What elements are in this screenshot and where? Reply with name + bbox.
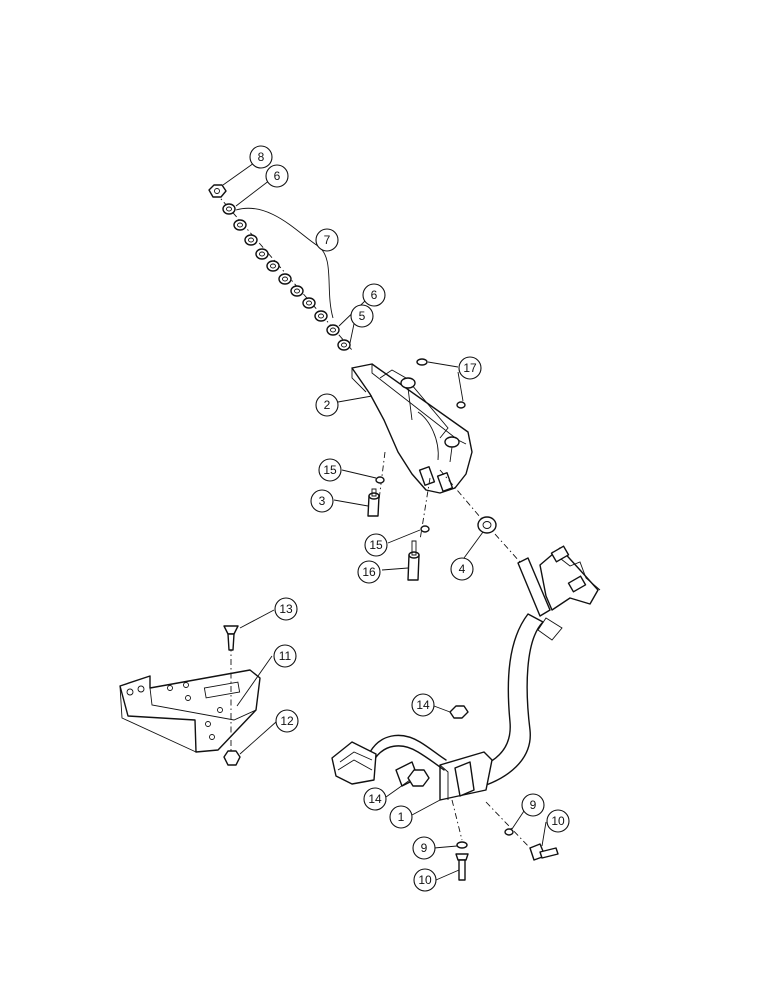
callout-part-14-lower: 14: [363, 787, 387, 811]
callout-part-10-right: 10: [546, 809, 570, 833]
screw-part-10-right: [529, 843, 559, 861]
screw-part-13: [223, 625, 239, 651]
spring-washer: [314, 310, 328, 322]
callout-label: 9: [421, 841, 428, 855]
callout-label: 12: [280, 714, 294, 728]
callout-part-17: 17: [458, 356, 482, 380]
spring-washer: [266, 260, 280, 272]
callout-label: 5: [359, 309, 366, 323]
nut-part-12: [223, 750, 241, 766]
washer-part-15-lower: [420, 525, 430, 533]
callout-label: 3: [319, 494, 326, 508]
callout-label: 10: [418, 873, 432, 887]
washer-stack: [208, 184, 353, 351]
nut-part-14-lower: [407, 769, 430, 787]
callout-part-13: 13: [274, 597, 298, 621]
callout-label: 6: [274, 169, 281, 183]
callout-label: 14: [416, 698, 430, 712]
callout-label: 17: [463, 361, 477, 375]
callout-part-5: 5: [350, 304, 374, 328]
callout-label: 14: [368, 792, 382, 806]
leader-lines: [222, 162, 547, 881]
callout-label: 15: [369, 538, 383, 552]
callout-part-1: 1: [389, 805, 413, 829]
callout-part-9-left: 9: [412, 836, 436, 860]
callout-part-8: 8: [249, 145, 273, 169]
washer-part-6-top: [222, 203, 236, 215]
callout-part-15-upper: 15: [318, 458, 342, 482]
callout-part-14-upper: 14: [411, 693, 435, 717]
washer-part-4: [477, 516, 497, 534]
callout-label: 2: [324, 398, 331, 412]
spring-washer: [255, 248, 269, 260]
lever-tube-part-1: [439, 613, 563, 801]
callout-part-6-bottom: 6: [362, 283, 386, 307]
callout-part-10-left: 10: [413, 868, 437, 892]
callout-part-6-top: 6: [265, 164, 289, 188]
callout-part-4: 4: [450, 557, 474, 581]
callout-part-2: 2: [315, 393, 339, 417]
callout-label: 1: [398, 810, 405, 824]
callout-part-11: 11: [273, 644, 297, 668]
washer-part-9-left: [456, 841, 468, 849]
grip-assembly: [517, 545, 601, 617]
callout-part-15-lower: 15: [364, 533, 388, 557]
callout-label: 8: [258, 150, 265, 164]
callout-part-7: 7: [315, 228, 339, 252]
o-rings-part-17: [416, 358, 466, 409]
pin-part-3: [367, 488, 380, 517]
spring-washer: [244, 234, 258, 246]
nut-part-8: [208, 184, 227, 198]
callout-label: 9: [530, 798, 537, 812]
callout-part-9-right: 9: [521, 793, 545, 817]
spring-washer: [233, 219, 247, 231]
washer-part-15-upper: [375, 476, 385, 484]
lever-housing-part-2: [351, 363, 473, 494]
callout-part-12: 12: [275, 709, 299, 733]
callout-label: 10: [551, 814, 565, 828]
screw-part-10-left: [455, 853, 469, 881]
washer-part-9-right: [504, 828, 514, 836]
callout-part-16: 16: [357, 560, 381, 584]
callout-label: 7: [324, 233, 331, 247]
pin-part-16: [407, 540, 420, 581]
bracket-part-11: [119, 669, 261, 753]
spring-washer: [302, 297, 316, 309]
callout-part-3: 3: [310, 489, 334, 513]
spring-washer: [278, 273, 292, 285]
washer-part-5: [337, 339, 351, 351]
washer-part-6-bottom: [326, 324, 340, 336]
callout-label: 15: [323, 463, 337, 477]
callout-label: 13: [279, 602, 293, 616]
nut-part-14-upper: [449, 705, 469, 719]
callout-label: 6: [371, 288, 378, 302]
callout-label: 4: [459, 562, 466, 576]
callout-label: 11: [279, 649, 292, 663]
spring-washer: [290, 285, 304, 297]
callout-label: 16: [362, 565, 376, 579]
